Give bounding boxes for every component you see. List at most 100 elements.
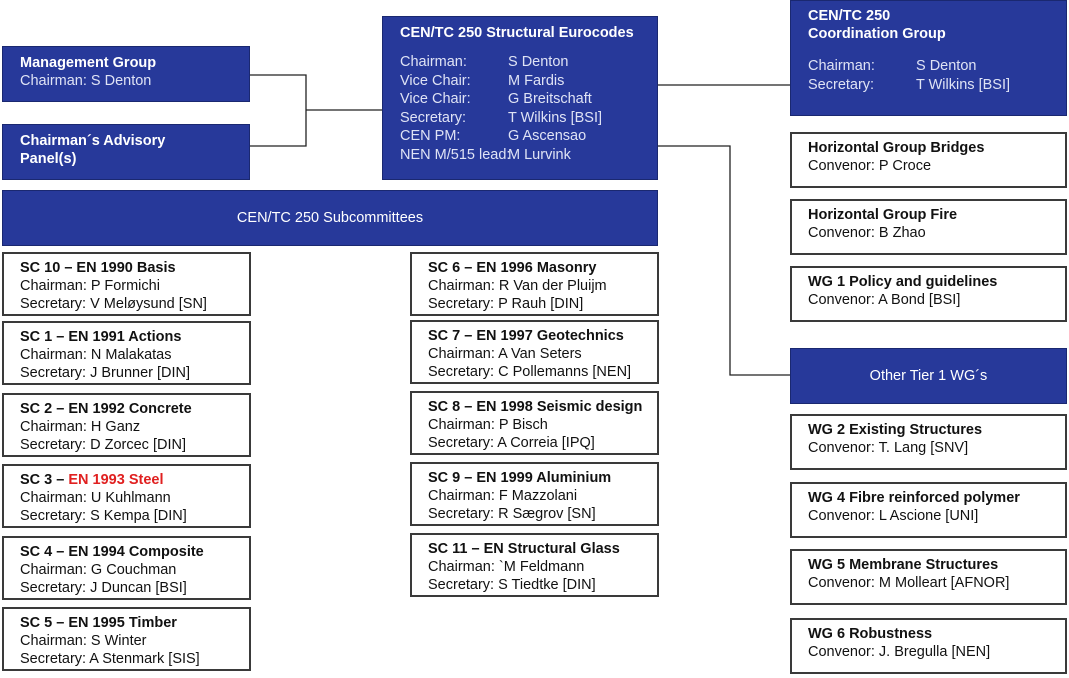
coordination-group-box: CEN/TC 250 Coordination Group Chairman: S… [790, 0, 1067, 116]
member-role: Secretary: [400, 109, 467, 126]
subcommittee-secretary: Secretary: J Brunner [DIN] [20, 365, 191, 381]
tc250-member-row: Chairman: S Denton [400, 53, 657, 72]
member-role: NEN M/515 lead: [400, 146, 511, 163]
member-role: CEN PM: [400, 128, 461, 144]
subcommittee-secretary: Secretary: C Pollemanns [NEN] [428, 364, 632, 380]
working-group-box-convenor: Convenor: L Ascione [UNI] [808, 508, 979, 524]
tc250-member-row: Vice Chair:M Fardis [400, 72, 657, 91]
member-role: Chairman: [400, 54, 467, 70]
tc250-member-row: CEN PM: G Ascensao [400, 127, 657, 146]
advisory-panel-box: Chairman´s Advisory Panel(s) [2, 124, 250, 180]
other-tier1-wg-box: Other Tier 1 WG´s [790, 348, 1067, 404]
coordination-title-line2: Coordination Group [808, 26, 946, 42]
subcommittee-secretary: Secretary: D Zorcec [DIN] [20, 437, 186, 453]
subcommittee-chairman: Chairman: P Formichi [20, 278, 160, 294]
member-role: Chairman: [808, 58, 875, 74]
working-group-box-convenor: Convenor: J. Bregulla [NEN] [808, 644, 991, 660]
subcommittee-secretary: Secretary: J Duncan [BSI] [20, 580, 187, 596]
subcommittee-title: SC 2 – EN 1992 Concrete [20, 401, 192, 417]
subcommittee-title: SC 7 – EN 1997 Geotechnics [428, 328, 624, 344]
subcommittees-title: CEN/TC 250 Subcommittees [236, 210, 424, 226]
coordination-member-row: Secretary: T Wilkins [BSI] [808, 76, 1066, 95]
subcommittee-chairman: Chairman: G Couchman [20, 562, 177, 578]
subcommittee-title: SC 11 – EN Structural Glass [428, 541, 620, 557]
subcommittee-title-highlight: EN 1993 Steel [68, 472, 164, 488]
member-name: M Fardis [508, 72, 565, 89]
member-role: Vice Chair: [400, 91, 471, 107]
subcommittee-secretary: Secretary: S Kempa [DIN] [20, 508, 187, 524]
member-name: T Wilkins [BSI] [916, 76, 1010, 93]
management-group-box: Management Group Chairman: S Denton [2, 46, 250, 102]
member-name: M Lurvink [508, 146, 571, 163]
horizontal-group-box-convenor: Convenor: P Croce [808, 158, 932, 174]
subcommittee-secretary: Secretary: S Tiedtke [DIN] [428, 577, 596, 593]
working-group-box-title: WG 6 Robustness [808, 626, 933, 642]
management-group-title: Management Group [20, 55, 157, 71]
subcommittee-chairman: Chairman: R Van der Pluijm [428, 278, 607, 294]
subcommittee-chairman: Chairman: H Ganz [20, 419, 141, 435]
subcommittee-chairman: Chairman: P Bisch [428, 417, 548, 433]
working-group-box-title: WG 4 Fibre reinforced polymer [808, 490, 1020, 506]
subcommittee-title: SC 10 – EN 1990 Basis [20, 260, 176, 276]
member-name: T Wilkins [BSI] [508, 109, 602, 126]
advisory-panel-title: Chairman´s Advisory Panel(s) [20, 133, 166, 167]
subcommittee-chairman: Chairman: `M Feldmann [428, 559, 585, 575]
member-name: G Ascensao [508, 128, 587, 144]
subcommittee-title: SC 4 – EN 1994 Composite [20, 544, 204, 560]
horizontal-group-box-title: WG 1 Policy and guidelines [808, 274, 998, 290]
subcommittee-secretary: Secretary: R Sægrov [SN] [428, 506, 596, 522]
subcommittees-header: CEN/TC 250 Subcommittees [2, 190, 658, 246]
horizontal-group-box-title: Horizontal Group Fire [808, 207, 958, 223]
tc250-member-row: Vice Chair: G Breitschaft [400, 90, 657, 109]
member-name: S Denton [508, 54, 569, 70]
coordination-title-line1: CEN/TC 250 [808, 8, 891, 24]
tc250-box: CEN/TC 250 Structural Eurocodes Chairman… [382, 16, 658, 180]
member-role: Secretary: [808, 76, 875, 93]
working-group-box-title: WG 2 Existing Structures [808, 422, 983, 438]
other-tier1-wg-title: Other Tier 1 WG´s [869, 368, 988, 384]
working-group-box-convenor: Convenor: M Molleart [AFNOR] [808, 575, 1010, 591]
member-name: G Breitschaft [508, 91, 592, 107]
subcommittee-title: SC 3 – EN 1993 Steel [20, 471, 249, 489]
member-name: S Denton [916, 58, 977, 74]
subcommittee-secretary: Secretary: V Meløysund [SN] [20, 296, 207, 312]
subcommittee-chairman: Chairman: A Van Seters [428, 346, 582, 362]
subcommittee-chairman: Chairman: S Winter [20, 633, 147, 649]
subcommittee-title-prefix: SC 3 – [20, 472, 69, 488]
tc250-member-row: NEN M/515 lead:M Lurvink [400, 146, 657, 165]
subcommittee-title: SC 8 – EN 1998 Seismic design [428, 399, 643, 415]
subcommittee-title: SC 5 – EN 1995 Timber [20, 615, 177, 631]
subcommittee-secretary: Secretary: P Rauh [DIN] [428, 296, 584, 312]
tc250-title: CEN/TC 250 Structural Eurocodes [400, 25, 634, 41]
subcommittee-secretary: Secretary: A Correia [IPQ] [428, 435, 595, 451]
subcommittee-chairman: Chairman: U Kuhlmann [20, 490, 171, 506]
horizontal-group-box-convenor: Convenor: B Zhao [808, 225, 926, 241]
subcommittee-chairman: Chairman: F Mazzolani [428, 488, 578, 504]
tc250-member-row: Secretary: T Wilkins [BSI] [400, 109, 657, 128]
subcommittee-title: SC 1 – EN 1991 Actions [20, 329, 182, 345]
subcommittee-title: SC 6 – EN 1996 Masonry [428, 260, 597, 276]
working-group-box-title: WG 5 Membrane Structures [808, 557, 999, 573]
coordination-member-row: Chairman: S Denton [808, 57, 1066, 76]
subcommittee-title: SC 9 – EN 1999 Aluminium [428, 470, 612, 486]
working-group-box-convenor: Convenor: T. Lang [SNV] [808, 440, 969, 456]
